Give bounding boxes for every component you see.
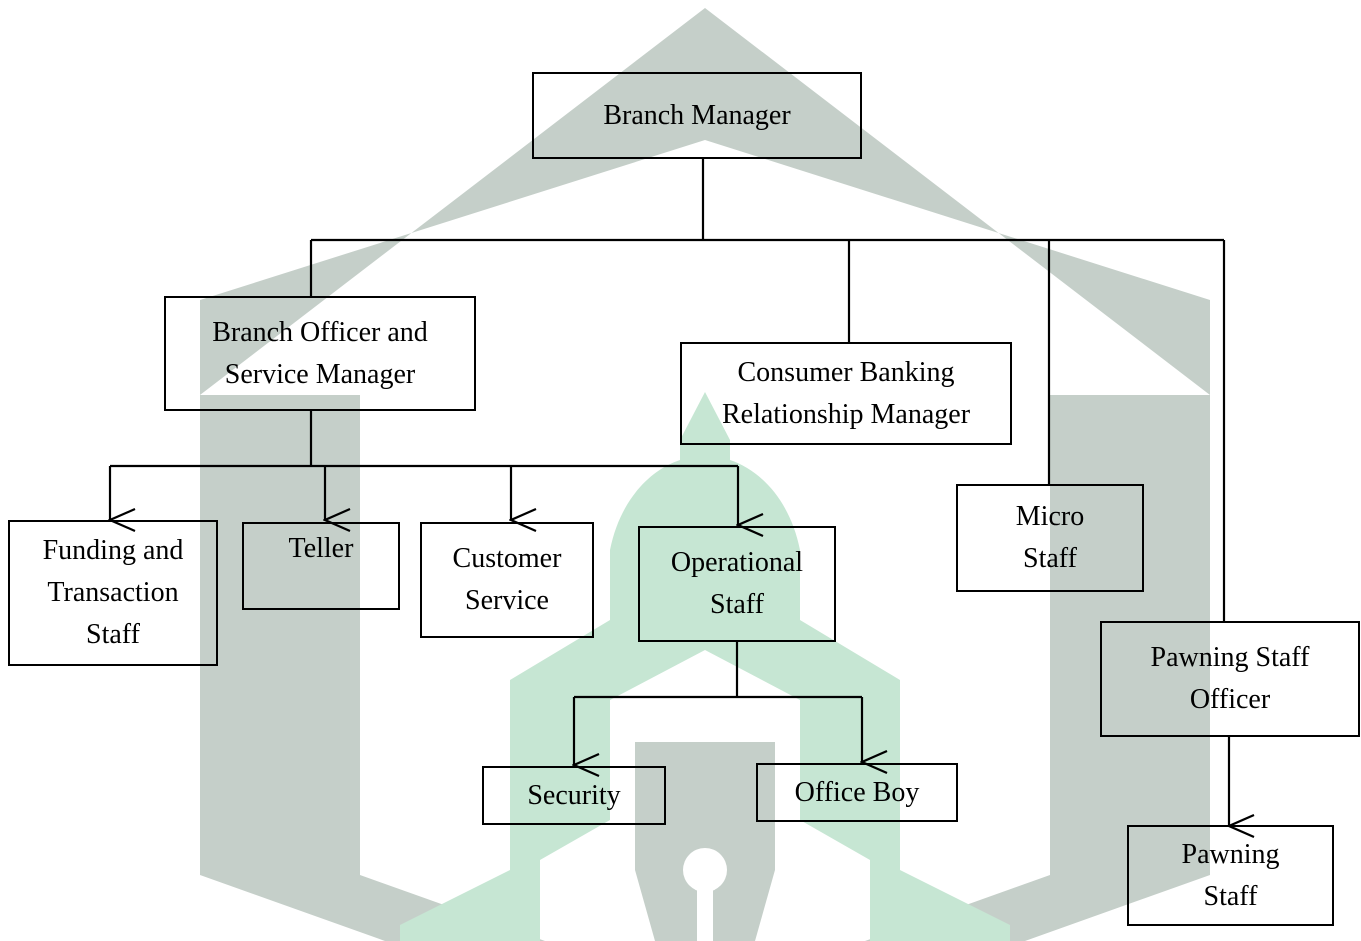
node-pawning-staff: Pawning Staff	[1127, 825, 1334, 926]
watermark-emblem	[200, 8, 1210, 941]
node-consumer-banking-relationship-manager: Consumer Banking Relationship Manager	[680, 342, 1012, 445]
teller-label: Teller	[288, 533, 354, 564]
node-micro-staff: Micro Staff	[956, 484, 1144, 592]
node-customer-service: Customer Service	[420, 522, 594, 638]
pawning-officer-label: Pawning Staff Officer	[1150, 642, 1310, 715]
node-pawning-staff-officer: Pawning Staff Officer	[1100, 621, 1360, 737]
node-teller: Teller	[242, 522, 400, 610]
watermark-dome	[400, 392, 1010, 941]
watermark-right-pillar	[1050, 395, 1210, 875]
watermark-roof	[200, 8, 1210, 395]
consumer-banking-label: Consumer Banking Relationship Manager	[721, 356, 971, 430]
customer-service-label: Customer Service	[452, 543, 562, 616]
office-boy-label: Office Boy	[794, 776, 920, 808]
node-funding-transaction-staff: Funding and Transaction Staff	[8, 520, 218, 666]
branch-officer-label: Branch Officer and Service Manager	[212, 316, 428, 390]
watermark-pen-hole	[683, 848, 727, 892]
operational-staff-label: Operational Staff	[670, 547, 804, 620]
node-office-boy: Office Boy	[756, 763, 958, 822]
watermark-pen-slit	[697, 880, 713, 941]
pawning-staff-label: Pawning Staff	[1181, 838, 1280, 912]
node-operational-staff: Operational Staff	[638, 526, 836, 642]
watermark-left-pillar	[200, 395, 360, 875]
node-branch-manager: Branch Manager	[532, 72, 862, 159]
node-security: Security	[482, 766, 666, 825]
connectors	[110, 158, 1229, 826]
micro-staff-label: Micro Staff	[1015, 501, 1085, 574]
branch-manager-label: Branch Manager	[603, 99, 791, 131]
node-branch-officer-service-manager: Branch Officer and Service Manager	[164, 296, 476, 411]
funding-label: Funding and Transaction Staff	[42, 535, 184, 650]
security-label: Security	[527, 779, 621, 811]
watermark-pen-nib	[635, 742, 775, 941]
